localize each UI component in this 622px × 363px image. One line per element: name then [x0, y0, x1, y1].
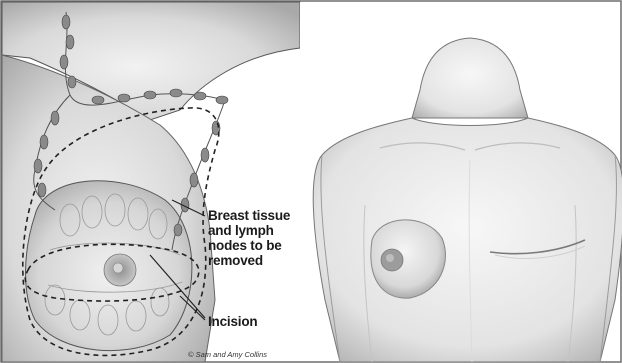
breast-tissue-label-line: nodes to be: [208, 238, 318, 253]
breast-tissue-label-line: Breast tissue: [208, 208, 318, 223]
nipple: [113, 263, 123, 273]
breast-tissue-label-line: and lymph: [208, 223, 318, 238]
postop-panel: [300, 2, 622, 362]
incision-label: Incision: [208, 314, 257, 329]
breast-tissue-label-line: removed: [208, 253, 318, 268]
remaining-nipple-center: [386, 254, 394, 262]
copyright-credit: © Sam and Amy Collins: [188, 350, 267, 359]
breast-tissue-label: Breast tissue and lymph nodes to be remo…: [208, 208, 318, 268]
